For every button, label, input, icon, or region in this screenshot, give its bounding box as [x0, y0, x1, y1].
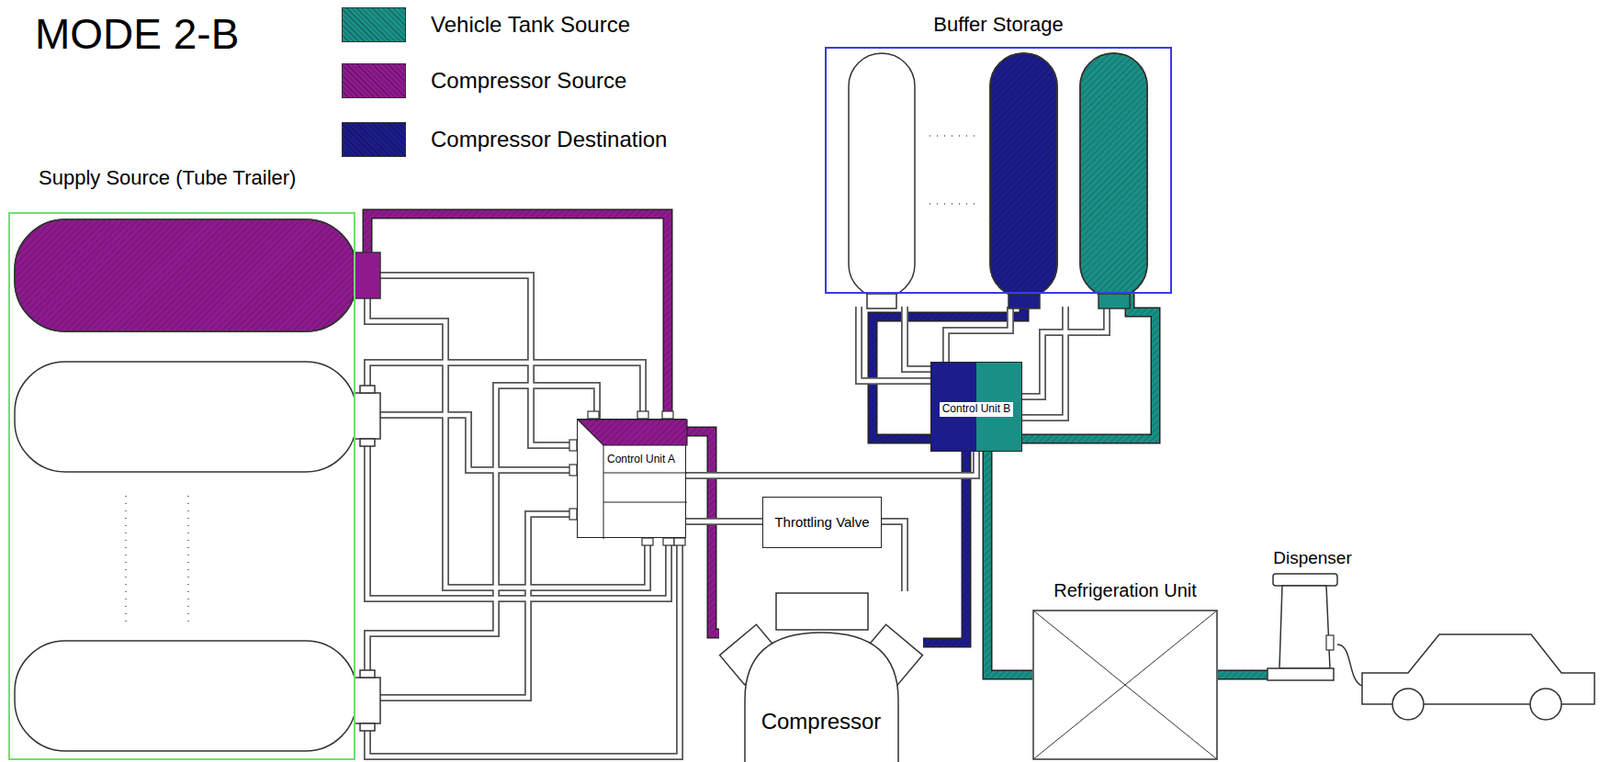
pipe-line: [987, 451, 1033, 676]
pipe-connector: [881, 521, 905, 592]
dispenser-base: [1267, 668, 1334, 681]
pipe-connector: [686, 431, 720, 634]
region-frame: [824, 46, 1172, 294]
pipe-line: [686, 518, 763, 526]
control-unit: Control Unit A: [576, 418, 687, 539]
pipe-line: [1022, 293, 1156, 440]
buffer-tanks: [848, 53, 1148, 309]
legend-swatch: [341, 63, 406, 99]
pipe-line: [923, 451, 967, 643]
node-label: Compressor: [761, 709, 882, 735]
trailer-tanks: [14, 219, 381, 752]
box-cross: [1033, 610, 1217, 760]
pipe-line: [1217, 671, 1268, 679]
region-frame: [8, 212, 356, 761]
pipe-line: [686, 451, 977, 476]
node-label: Supply Source (Tube Trailer): [38, 166, 296, 190]
unit-top: [577, 419, 688, 446]
throttling-valve: Throttling Valve: [762, 496, 882, 549]
compressor-body: [744, 632, 899, 762]
dispenser-nozzle: [1326, 635, 1334, 651]
dispenser: Dispenser: [1267, 547, 1358, 682]
dispenser-cap: [1273, 574, 1338, 586]
white-pipes: [367, 275, 1107, 757]
pipe-line: [881, 521, 905, 592]
pipe-connector: [923, 451, 967, 643]
legend-swatch: [341, 7, 406, 43]
pipe-connector: [686, 521, 763, 523]
pipe-connector: [1022, 293, 1156, 440]
diagram-title: MODE 2-B: [34, 11, 239, 58]
pipe-line: [923, 451, 967, 643]
pipe-line: [1022, 293, 1156, 440]
unit-edge: [603, 502, 688, 504]
compressor-shape: [719, 591, 924, 762]
pipe-line: [686, 451, 977, 476]
white-pipes-core: [367, 275, 1107, 757]
node-label: Buffer Storage: [933, 12, 1063, 36]
node-label: Control Unit A: [607, 453, 676, 467]
node-label: Throttling Valve: [774, 514, 869, 530]
node-label: Refrigeration Unit: [1053, 580, 1197, 602]
refrigeration-unit-shape: [1032, 576, 1218, 761]
unit-hatch: [577, 419, 688, 446]
pipe-line: [1217, 671, 1268, 679]
control-unit-shape: [577, 419, 688, 540]
legend-text: Compressor Source: [430, 63, 627, 99]
legend-swatch: [341, 122, 406, 158]
pipe-line: [923, 451, 967, 643]
pipe-connector: [1217, 675, 1268, 677]
pipe-line: [686, 431, 720, 634]
control-unit: Control Unit B: [930, 361, 1023, 452]
pipe-line: [1217, 670, 1268, 681]
refrigeration-box: [1033, 610, 1217, 760]
supply-region: Supply Source (Tube Trailer): [8, 166, 356, 761]
refrigeration-unit: Refrigeration Unit: [1032, 576, 1218, 761]
vehicle: [1337, 634, 1595, 721]
compressor-head: [776, 593, 868, 631]
pipe-line: [987, 451, 1033, 676]
pipe-line: [881, 521, 905, 592]
unit-edge: [603, 445, 605, 540]
unit-edge: [603, 473, 688, 474]
compressor: Compressor: [719, 591, 924, 762]
pipe-connector: [686, 451, 977, 476]
pipe-connector: [987, 451, 1033, 676]
node-label: Control Unit B: [939, 402, 1015, 417]
pipe-line: [987, 451, 1033, 676]
pipe-line: [686, 431, 720, 634]
dispenser-column: [1279, 585, 1330, 669]
pipe-line: [686, 431, 720, 634]
buffer-region: Buffer Storage: [824, 12, 1172, 294]
box-cross: [1033, 610, 1217, 760]
legend-text: Vehicle Tank Source: [430, 7, 631, 43]
node-label: Dispenser: [1273, 548, 1353, 569]
pipe-line: [1022, 293, 1156, 440]
legend-text: Compressor Destination: [430, 122, 667, 158]
pipe-line: [686, 519, 763, 525]
